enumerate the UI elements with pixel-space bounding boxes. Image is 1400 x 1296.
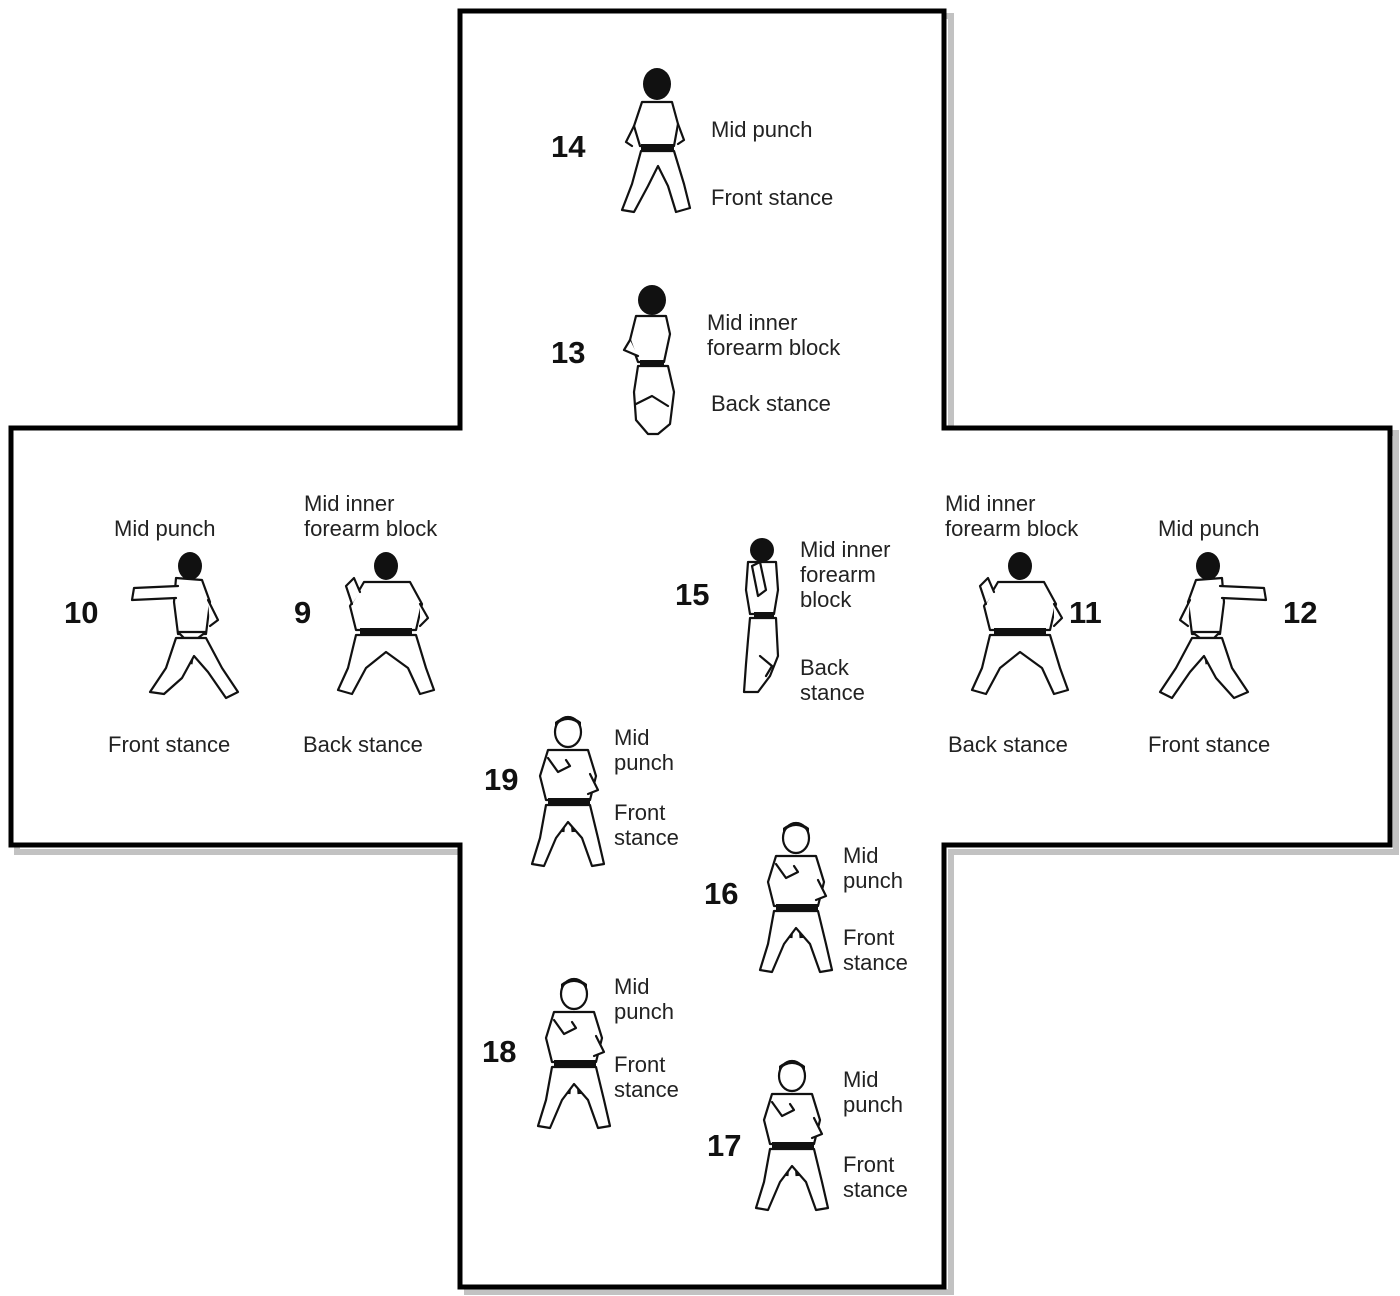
step-12-technique: Mid punch bbox=[1158, 516, 1260, 541]
step-19-number: 19 bbox=[484, 762, 519, 797]
step-10-technique: Mid punch bbox=[114, 516, 216, 541]
step-15-stance: Back stance bbox=[800, 655, 865, 705]
step-12-number: 12 bbox=[1283, 595, 1318, 630]
step-16-figure-icon bbox=[752, 820, 842, 990]
step-13-stance: Back stance bbox=[711, 391, 831, 416]
step-15-technique: Mid inner forearm block bbox=[800, 537, 891, 612]
step-10-number: 10 bbox=[64, 595, 99, 630]
step-11-stance: Back stance bbox=[948, 732, 1068, 757]
step-9-stance: Back stance bbox=[303, 732, 423, 757]
step-13-figure-icon bbox=[612, 284, 702, 454]
step-18-stance: Front stance bbox=[614, 1052, 679, 1102]
step-10-figure-icon bbox=[126, 552, 246, 717]
step-9-figure-icon bbox=[330, 552, 440, 717]
step-11-figure-icon bbox=[964, 552, 1074, 717]
step-18-technique: Mid punch bbox=[614, 974, 674, 1024]
step-17-figure-icon bbox=[748, 1058, 838, 1228]
step-12-figure-icon bbox=[1152, 552, 1272, 717]
step-13-number: 13 bbox=[551, 335, 586, 370]
step-17-number: 17 bbox=[707, 1128, 742, 1163]
step-9-number: 9 bbox=[294, 595, 312, 630]
step-9-technique: Mid inner forearm block bbox=[304, 491, 438, 541]
step-16-stance: Front stance bbox=[843, 925, 908, 975]
step-16-number: 16 bbox=[704, 876, 739, 911]
step-15-number: 15 bbox=[675, 577, 710, 612]
step-17-technique: Mid punch bbox=[843, 1067, 903, 1117]
step-12-stance: Front stance bbox=[1148, 732, 1271, 757]
step-10-stance: Front stance bbox=[108, 732, 231, 757]
step-14-technique: Mid punch bbox=[711, 117, 813, 142]
step-11-number: 11 bbox=[1069, 595, 1102, 630]
step-19-technique: Mid punch bbox=[614, 725, 674, 775]
step-15-figure-icon bbox=[730, 536, 800, 711]
step-17-stance: Front stance bbox=[843, 1152, 908, 1202]
step-18-number: 18 bbox=[482, 1034, 517, 1069]
step-14-number: 14 bbox=[551, 129, 586, 164]
step-14-figure-icon bbox=[612, 66, 702, 231]
step-14-stance: Front stance bbox=[711, 185, 834, 210]
step-13-technique: Mid inner forearm block bbox=[707, 310, 841, 360]
step-19-figure-icon bbox=[524, 714, 614, 884]
step-11-technique: Mid inner forearm block bbox=[945, 491, 1079, 541]
step-16-technique: Mid punch bbox=[843, 843, 903, 893]
step-19-stance: Front stance bbox=[614, 800, 679, 850]
step-18-figure-icon bbox=[530, 976, 620, 1146]
